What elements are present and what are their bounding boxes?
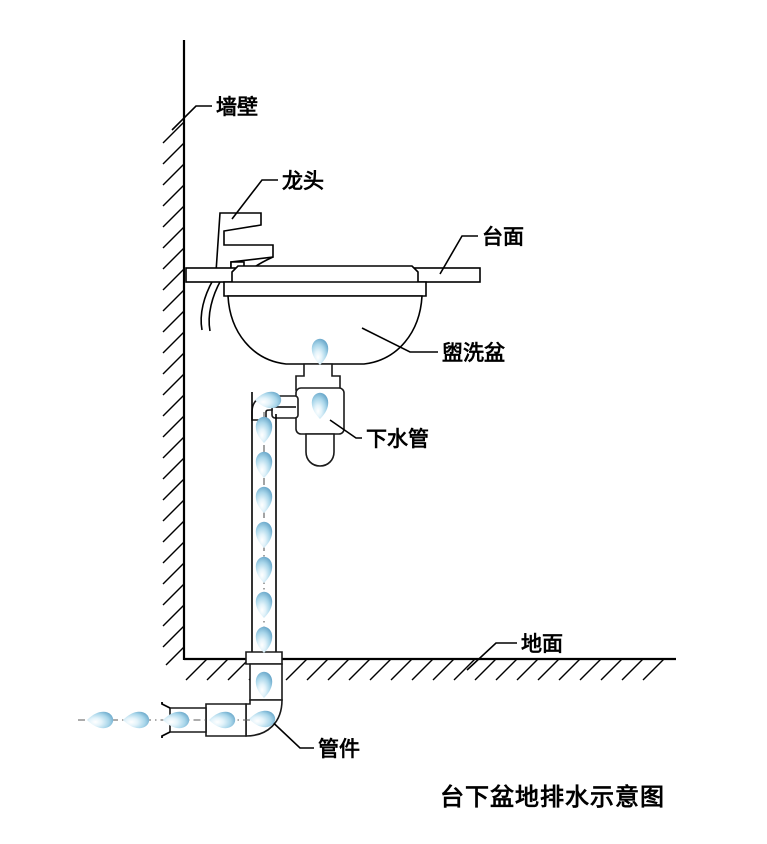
water-droplet (255, 521, 273, 548)
basin-bowl (227, 295, 423, 365)
drain-pipe-leader-line (329, 419, 362, 439)
water-droplet (87, 711, 114, 729)
basin-upper-band (223, 281, 427, 297)
wall-leader-line (171, 105, 212, 131)
drain-pipe-assembly: 下水管 (251, 363, 429, 467)
label-wall: 墙壁 (216, 95, 258, 119)
fitting-flare-top (161, 702, 171, 709)
basin-leader-line (361, 327, 438, 353)
water-droplet (163, 711, 190, 729)
faucet-supply-hose-b (208, 279, 222, 332)
faucet-leader-line (231, 179, 278, 220)
label-basin: 盥洗盆 (442, 341, 506, 365)
pipe-fitting-leader-line (263, 713, 314, 749)
water-droplet (255, 556, 273, 583)
wall-hatching (162, 121, 185, 666)
fitting-flare-bottom (161, 731, 171, 738)
water-droplet (255, 451, 273, 478)
standpipe-floor-collar (245, 651, 283, 665)
trap-cleanout-cup (305, 433, 335, 467)
basin-assembly: 盥洗盆 (223, 265, 506, 365)
label-countertop: 台面 (482, 225, 524, 249)
drain-tailpiece (295, 363, 341, 391)
water-droplet (255, 486, 273, 513)
water-droplet (123, 711, 150, 729)
label-drain-pipe: 下水管 (366, 427, 429, 451)
label-faucet: 龙头 (282, 169, 324, 193)
label-ground: 地面 (521, 632, 563, 656)
water-droplet (255, 591, 273, 618)
wall-assembly: 墙壁 (162, 40, 258, 666)
faucet-supply-hose-a (200, 279, 214, 331)
water-droplet (255, 626, 273, 653)
water-droplet (255, 416, 273, 443)
ground-leader-line (466, 642, 517, 671)
pipe-fitting-assembly: 管件 (78, 663, 360, 761)
diagram-title: 台下盆地排水示意图 (440, 783, 665, 811)
countertop-leader-line (439, 235, 478, 275)
label-pipe-fitting: 管件 (318, 737, 360, 761)
